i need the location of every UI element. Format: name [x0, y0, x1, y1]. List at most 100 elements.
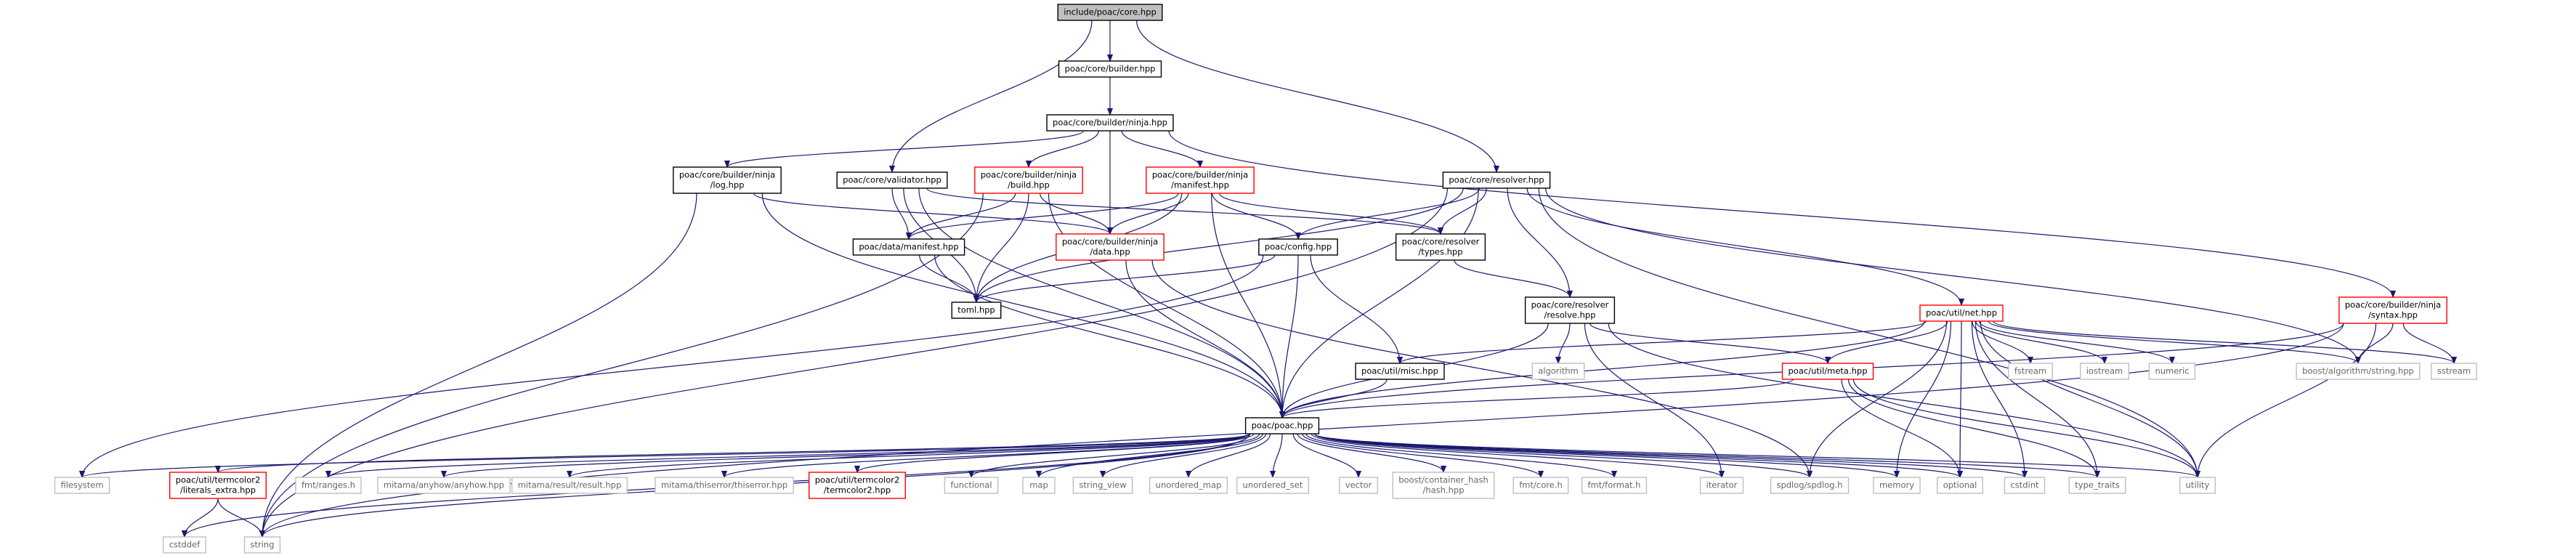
node-spdlog[interactable]: spdlog/spdlog.h [1770, 477, 1850, 494]
node-fstream[interactable]: fstream [2008, 363, 2053, 380]
node-box [944, 477, 999, 494]
edge-poac-to-boost-hash [1297, 433, 1443, 473]
node-poac[interactable]: poac/poac.hpp [1244, 417, 1320, 434]
node-config[interactable]: poac/config.hpp [1258, 238, 1338, 256]
node-map[interactable]: map [1022, 477, 1056, 494]
node-iostream[interactable]: iostream [2080, 363, 2129, 380]
node-unordered-map[interactable]: unordered_map [1149, 477, 1228, 494]
node-iterator[interactable]: iterator [1699, 477, 1744, 494]
node-string[interactable]: string [243, 536, 281, 554]
node-box [54, 477, 110, 494]
node-box [1149, 477, 1228, 494]
edge-builder-ninja-to-ninja-syntax [1168, 130, 2393, 297]
node-label: poac/core/resolver [1402, 237, 1480, 247]
node-cstddef[interactable]: cstddef [163, 536, 206, 554]
node-ninja-manifest[interactable]: poac/core/builder/ninja/manifest.hpp [1146, 166, 1255, 194]
node-box [2068, 477, 2126, 494]
edge-resolver-to-resolver-resolve [1507, 187, 1570, 297]
edge-core-to-validator [892, 20, 1093, 172]
node-algorithm[interactable]: algorithm [1531, 363, 1585, 380]
node-label: iostream [2086, 366, 2123, 376]
edge-ninja-manifest-to-poac [1211, 193, 1282, 418]
node-numeric[interactable]: numeric [2148, 363, 2196, 380]
node-label: /hash.hpp [1422, 485, 1464, 496]
node-box [852, 238, 965, 256]
node-label: toml.hpp [957, 305, 995, 315]
node-util-meta[interactable]: poac/util/meta.hpp [1781, 363, 1874, 380]
edge-config-to-poac [1282, 254, 1299, 418]
node-box [1781, 363, 1874, 380]
node-validator[interactable]: poac/core/validator.hpp [836, 171, 948, 189]
node-resolver[interactable]: poac/core/resolver.hpp [1442, 171, 1551, 189]
node-box [1936, 477, 1984, 494]
node-box [1058, 60, 1162, 78]
node-unordered-set[interactable]: unordered_set [1236, 477, 1310, 494]
node-core[interactable]: include/poac/core.hpp [1057, 4, 1163, 21]
node-label: utility [2186, 480, 2210, 490]
node-boost-hash[interactable]: boost/container_hash/hash.hpp [1392, 472, 1495, 499]
edge-util-misc-to-poac [1282, 379, 1388, 418]
node-fmt-format[interactable]: fmt/format.h [1581, 477, 1648, 494]
edge-ninja-data-to-spdlog [1151, 259, 1810, 477]
edge-ninja-log-to-string [262, 193, 697, 537]
edge-ninja-syntax-to-sstream [2402, 323, 2454, 364]
node-memory[interactable]: memory [1873, 477, 1921, 494]
node-fmt-ranges[interactable]: fmt/ranges.h [295, 477, 362, 494]
node-string-view[interactable]: string_view [1072, 477, 1133, 494]
edge-poac-to-anyhow [444, 433, 1251, 478]
node-util-net[interactable]: poac/util/net.hpp [1919, 304, 2004, 322]
node-label: spdlog/spdlog.h [1776, 480, 1842, 490]
node-vector[interactable]: vector [1339, 477, 1378, 494]
edge-literals-extra-to-string [217, 498, 262, 538]
edge-literals-extra-to-cstddef [185, 498, 219, 538]
node-box [1699, 477, 1744, 494]
node-ninja-syntax[interactable]: poac/core/builder/ninja/syntax.hpp [2338, 296, 2447, 324]
node-ninja-log[interactable]: poac/core/builder/ninja/log.hpp [673, 166, 782, 194]
node-boost-string[interactable]: boost/algorithm/string.hpp [2296, 363, 2421, 380]
edge-resolver-to-boost-string [1545, 187, 2358, 363]
node-label: poac/core/builder/ninja [981, 170, 1077, 180]
node-literals-extra[interactable]: poac/util/termcolor2/literals_extra.hpp [169, 472, 267, 499]
node-ninja-data[interactable]: poac/core/builder/ninja/data.hpp [1056, 233, 1165, 261]
node-label: poac/util/termcolor2 [176, 475, 261, 485]
node-box [809, 472, 906, 499]
node-builder[interactable]: poac/core/builder.hpp [1058, 60, 1162, 78]
node-filesystem[interactable]: filesystem [54, 477, 110, 494]
node-result[interactable]: mitama/result/result.hpp [511, 477, 628, 494]
node-type-traits[interactable]: type_traits [2068, 477, 2126, 494]
node-util-misc[interactable]: poac/util/misc.hpp [1355, 363, 1445, 380]
node-toml[interactable]: toml.hpp [951, 302, 1002, 319]
node-resolver-resolve[interactable]: poac/core/resolver/resolve.hpp [1524, 296, 1616, 324]
node-sstream[interactable]: sstream [2431, 363, 2477, 380]
node-fmt-core[interactable]: fmt/core.h [1512, 477, 1569, 494]
node-data-manifest[interactable]: poac/data/manifest.hpp [852, 238, 965, 256]
node-resolver-types[interactable]: poac/core/resolver/types.hpp [1395, 233, 1486, 261]
node-label: poac/core/builder/ninja [679, 170, 775, 180]
node-label: poac/core/builder/ninja [2345, 300, 2441, 310]
edge-poac-to-string-view [1103, 433, 1267, 478]
edge-ninja-manifest-to-ninja-data [1110, 193, 1189, 235]
node-box [836, 171, 948, 189]
edge-poac-to-fmt-ranges [328, 433, 1251, 478]
edge-util-net-to-cstdint [1971, 320, 2025, 477]
node-builder-ninja[interactable]: poac/core/builder/ninja.hpp [1046, 114, 1174, 132]
node-ninja-build[interactable]: poac/core/builder/ninja/build.hpp [974, 166, 1083, 194]
node-thiserror[interactable]: mitama/thiserror/thiserror.hpp [655, 477, 794, 494]
node-label: /syntax.hpp [2368, 310, 2418, 320]
node-label: /types.hpp [1418, 247, 1462, 257]
node-cstdint[interactable]: cstdint [2004, 477, 2046, 494]
node-optional[interactable]: optional [1936, 477, 1984, 494]
node-box [1395, 233, 1486, 261]
edge-ninja-manifest-to-config [1212, 193, 1298, 240]
edge-resolver-to-string [262, 187, 1448, 537]
edge-util-net-to-util-misc [1400, 320, 1927, 364]
node-anyhow[interactable]: mitama/anyhow/anyhow.hpp [377, 477, 511, 494]
node-label: poac/core/builder/ninja [1152, 170, 1248, 180]
edge-ninja-log-to-ninja-data [753, 193, 1110, 235]
node-termcolor2[interactable]: poac/util/termcolor2/termcolor2.hpp [809, 472, 906, 499]
node-functional[interactable]: functional [944, 477, 999, 494]
node-label: poac/core/resolver [1531, 300, 1609, 310]
node-label: /log.hpp [710, 180, 745, 190]
node-utility[interactable]: utility [2179, 477, 2216, 494]
node-label: algorithm [1538, 366, 1579, 376]
